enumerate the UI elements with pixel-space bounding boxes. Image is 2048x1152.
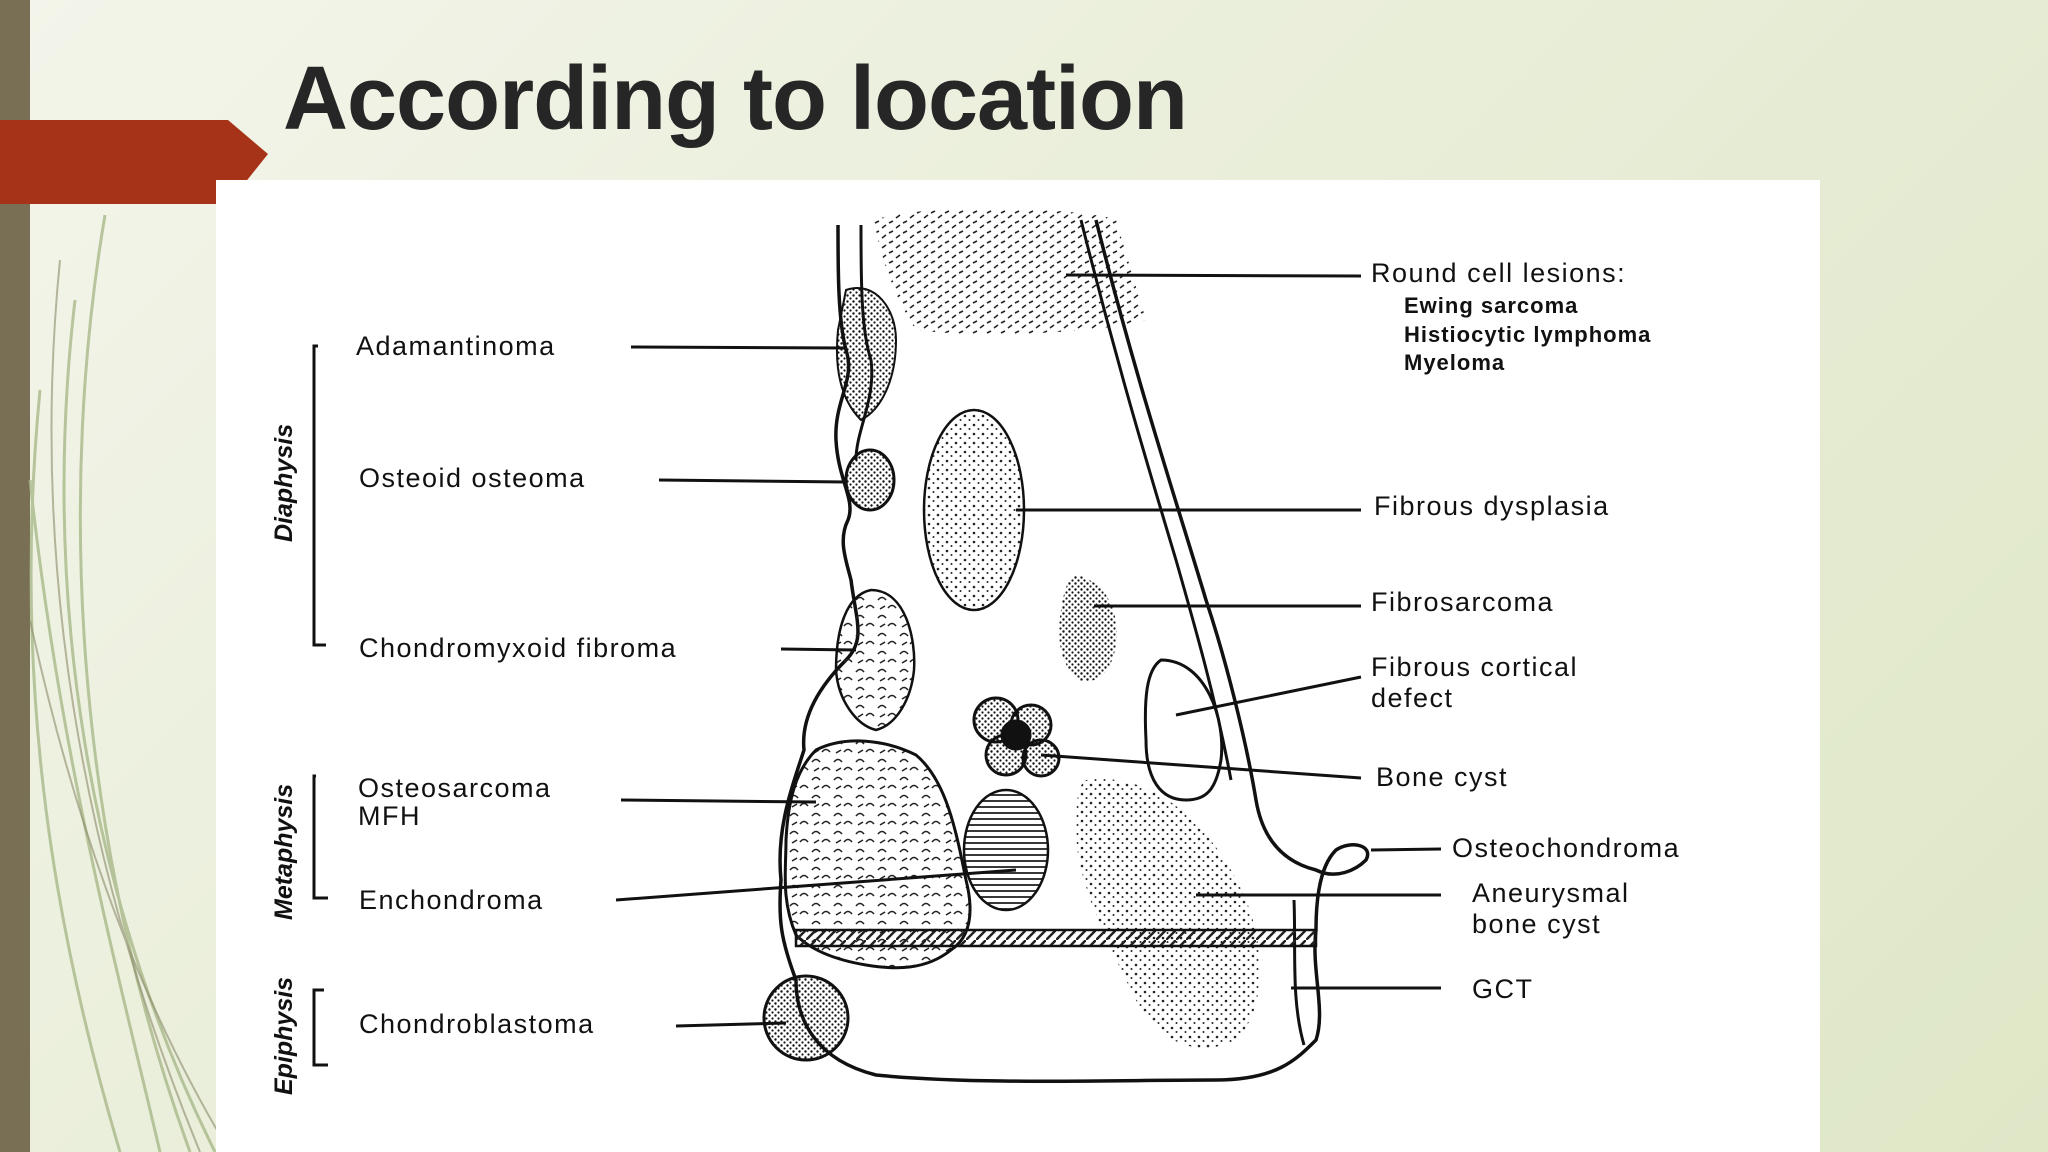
label-ewing-sarcoma: Ewing sarcoma bbox=[1404, 293, 1578, 318]
label-fibrous-dysplasia: Fibrous dysplasia bbox=[1374, 491, 1610, 521]
osteoid-osteoma-lesion bbox=[844, 448, 896, 512]
label-bone-cyst-2: bone cyst bbox=[1472, 909, 1601, 939]
bone-tumor-location-diagram: Diaphysis Metaphysis Epiphysis Adamantin… bbox=[270, 208, 1680, 1095]
aneurysmal-bone-cyst-lesion bbox=[1076, 778, 1260, 1048]
label-bone-cyst: Bone cyst bbox=[1376, 762, 1508, 792]
label-osteochondroma: Osteochondroma bbox=[1452, 833, 1680, 863]
label-aneurysmal: Aneurysmal bbox=[1472, 878, 1630, 908]
label-adamantinoma: Adamantinoma bbox=[356, 331, 556, 361]
label-fibrous-cortical: Fibrous cortical bbox=[1371, 652, 1578, 682]
title-ribbon bbox=[0, 120, 268, 204]
label-osteosarcoma: Osteosarcoma bbox=[358, 773, 552, 803]
adamantinoma-lesion bbox=[835, 287, 898, 422]
label-chondroblastoma: Chondroblastoma bbox=[359, 1009, 595, 1039]
label-myeloma: Myeloma bbox=[1404, 350, 1505, 375]
region-label-diaphysis: Diaphysis bbox=[270, 424, 298, 542]
decorative-curves bbox=[28, 214, 231, 1152]
chondromyxoid-fibroma-lesion bbox=[834, 588, 916, 732]
diagram-panel: Diaphysis Metaphysis Epiphysis Adamantin… bbox=[216, 180, 1820, 1152]
region-brackets bbox=[312, 344, 328, 1067]
label-defect: defect bbox=[1371, 683, 1454, 713]
enchondroma-lesion bbox=[962, 788, 1050, 912]
label-enchondroma: Enchondroma bbox=[359, 885, 544, 915]
label-osteoid-osteoma: Osteoid osteoma bbox=[359, 463, 586, 493]
chondroblastoma-lesion bbox=[762, 974, 850, 1062]
osteosarcoma-mfh-lesion bbox=[783, 739, 972, 970]
bone-outline bbox=[778, 219, 1370, 1083]
bone-cyst-lesion bbox=[972, 696, 1061, 778]
fibrosarcoma-lesion bbox=[1059, 575, 1117, 682]
label-chondromyxoid-fibroma: Chondromyxoid fibroma bbox=[359, 633, 677, 663]
growth-plate bbox=[794, 928, 1318, 948]
leader-lines bbox=[615, 273, 1442, 1028]
region-label-metaphysis: Metaphysis bbox=[270, 784, 298, 920]
page-title: According to location bbox=[283, 49, 1188, 149]
label-fibrosarcoma: Fibrosarcoma bbox=[1371, 587, 1554, 617]
label-round-cell-lesions: Round cell lesions: bbox=[1371, 258, 1626, 288]
label-mfh: MFH bbox=[358, 801, 421, 831]
region-label-epiphysis: Epiphysis bbox=[270, 977, 298, 1095]
fibrous-dysplasia-lesion bbox=[922, 408, 1026, 612]
round-cell-lesion-area bbox=[874, 208, 1146, 335]
label-histiocytic-lymphoma: Histiocytic lymphoma bbox=[1404, 322, 1651, 347]
label-gct: GCT bbox=[1472, 974, 1534, 1004]
